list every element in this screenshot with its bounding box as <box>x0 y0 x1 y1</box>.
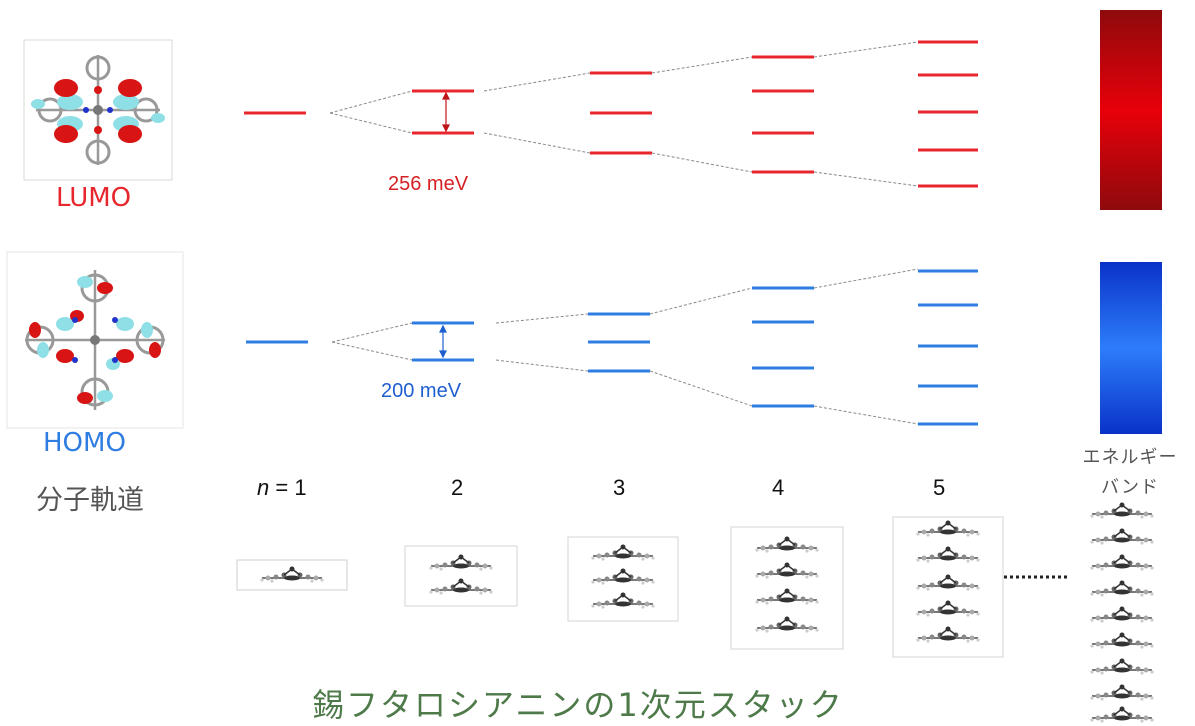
n-label-2: 2 <box>451 475 464 500</box>
stack-n1 <box>236 559 348 591</box>
lumo-correlation-lines <box>329 41 919 187</box>
molecular-orbital-label: 分子軌道 <box>36 485 144 516</box>
stack-n3 <box>567 536 679 622</box>
homo-correlation-lines <box>331 268 919 425</box>
stack-n2 <box>404 545 518 607</box>
lumo-splitting-arrow <box>442 91 450 133</box>
homo-levels <box>246 269 978 426</box>
homo-splitting-arrow <box>439 324 447 359</box>
n-label-5: 5 <box>933 475 946 500</box>
n-label-3: 3 <box>613 475 626 500</box>
lumo-label: LUMO <box>56 183 132 213</box>
homo-splitting-label: 200 meV <box>381 380 462 402</box>
n-label-1: n = 1 <box>257 475 307 501</box>
homo-energy-band <box>1100 262 1162 434</box>
stack-n5 <box>892 516 1004 658</box>
lumo-energy-band <box>1100 10 1162 210</box>
n-symbol: n <box>257 475 270 500</box>
lumo-splitting-label: 256 meV <box>388 173 469 195</box>
stack-infinite <box>1089 501 1155 724</box>
lumo-molecule-image <box>23 39 173 181</box>
stack-n4 <box>730 526 844 650</box>
energy-band-label: エネルギー バンド <box>1082 447 1178 498</box>
figure-caption: 錫フタロシアニンの1次元スタック <box>312 686 844 724</box>
lumo-levels <box>244 40 978 188</box>
n-value-1: = 1 <box>275 475 307 500</box>
n-label-4: 4 <box>772 475 785 500</box>
homo-molecule-image <box>6 251 184 429</box>
homo-label: HOMO <box>43 428 126 458</box>
